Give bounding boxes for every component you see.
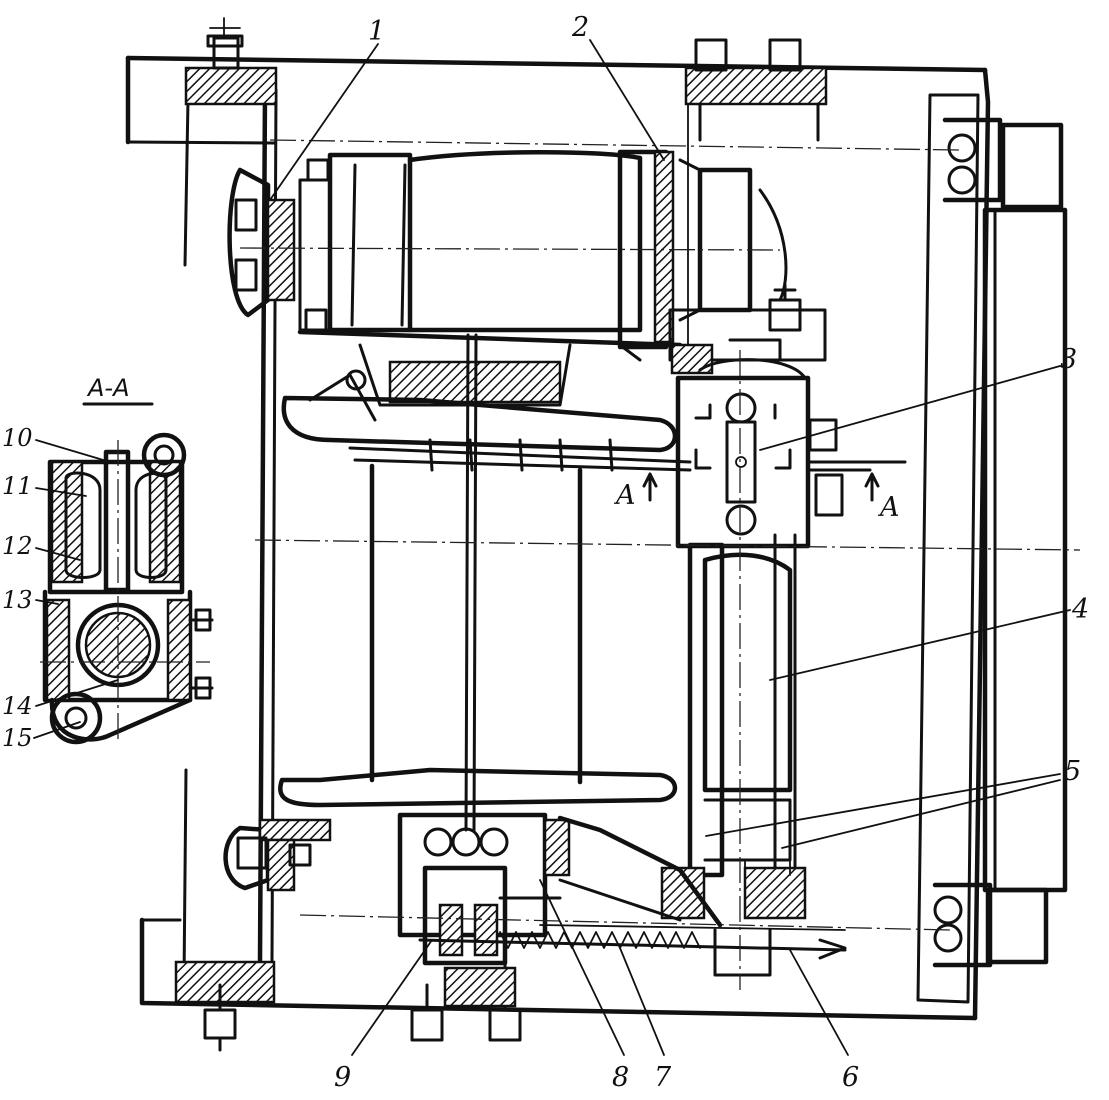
callout-14: 14 (2, 692, 33, 720)
section-aa (40, 402, 214, 745)
section-marker-left: A (613, 480, 636, 511)
rope-rod (464, 333, 478, 832)
callout-15: 15 (2, 724, 33, 752)
section-title: A-A (86, 374, 130, 402)
brake-block (675, 358, 907, 549)
callout-8: 8 (612, 1062, 629, 1093)
guide-column (660, 533, 807, 977)
callout-5: 5 (1064, 756, 1081, 787)
callout-9: 9 (334, 1062, 351, 1093)
callout-4: 4 (1071, 594, 1089, 625)
bottom-carriage (174, 812, 847, 1052)
callout-3: 3 (1060, 344, 1077, 375)
callout-13: 13 (2, 586, 33, 614)
callout-12: 12 (2, 532, 33, 560)
leader-lines (33, 39, 1071, 1056)
top-right-bracket (684, 38, 828, 346)
callout-11: 11 (2, 472, 33, 500)
section-marker-right: A (877, 492, 900, 523)
callout-10: 10 (2, 424, 33, 452)
section-markers (642, 472, 880, 502)
labels: A-A A A 1 2 3 4 5 6 7 8 9 10 11 12 13 14… (2, 12, 1089, 1093)
top-left-clamp (184, 17, 278, 106)
callout-7: 7 (654, 1062, 672, 1093)
callout-6: 6 (842, 1062, 859, 1093)
center-lines (239, 139, 1081, 990)
right-shaft (932, 117, 1068, 968)
callout-2: 2 (571, 12, 589, 43)
callout-1: 1 (368, 16, 385, 47)
drum (278, 369, 692, 808)
gearbox (668, 158, 827, 375)
motor (227, 149, 683, 407)
